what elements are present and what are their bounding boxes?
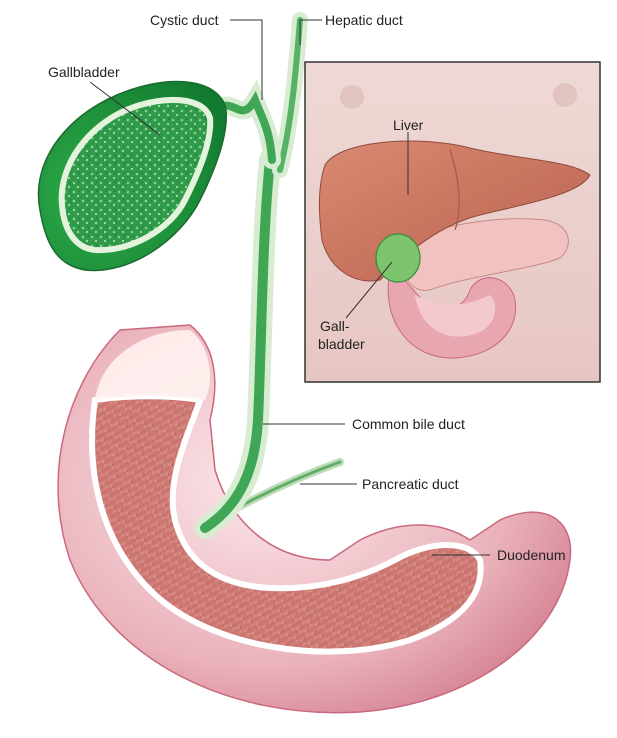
- leader-gallbladder: [89, 81, 161, 136]
- leader-lines: [89, 19, 490, 556]
- label-gallbladder: Gallbladder: [48, 64, 120, 80]
- leader-inset-gallbladder: [345, 261, 393, 319]
- label-cystic-duct: Cystic duct: [150, 12, 219, 28]
- duodenum-mucosa: [89, 393, 484, 655]
- label-duodenum: Duodenum: [497, 547, 566, 563]
- label-inset-gallbladder-line2: bladder: [318, 336, 365, 352]
- label-inset-gallbladder-line1: Gall-: [320, 318, 350, 334]
- leader-cystic-duct: [230, 19, 263, 100]
- label-hepatic-duct: Hepatic duct: [325, 12, 403, 28]
- label-pancreatic-duct: Pancreatic duct: [362, 476, 459, 492]
- inset-gallbladder: [375, 233, 421, 283]
- label-liver: Liver: [393, 117, 424, 133]
- label-common-bile-duct: Common bile duct: [352, 416, 465, 432]
- duodenum-bulb: [95, 330, 210, 400]
- gallbladder-inner: [58, 96, 214, 254]
- leader-hepatic-duct: [299, 19, 322, 45]
- inset-pancreas: [402, 218, 569, 291]
